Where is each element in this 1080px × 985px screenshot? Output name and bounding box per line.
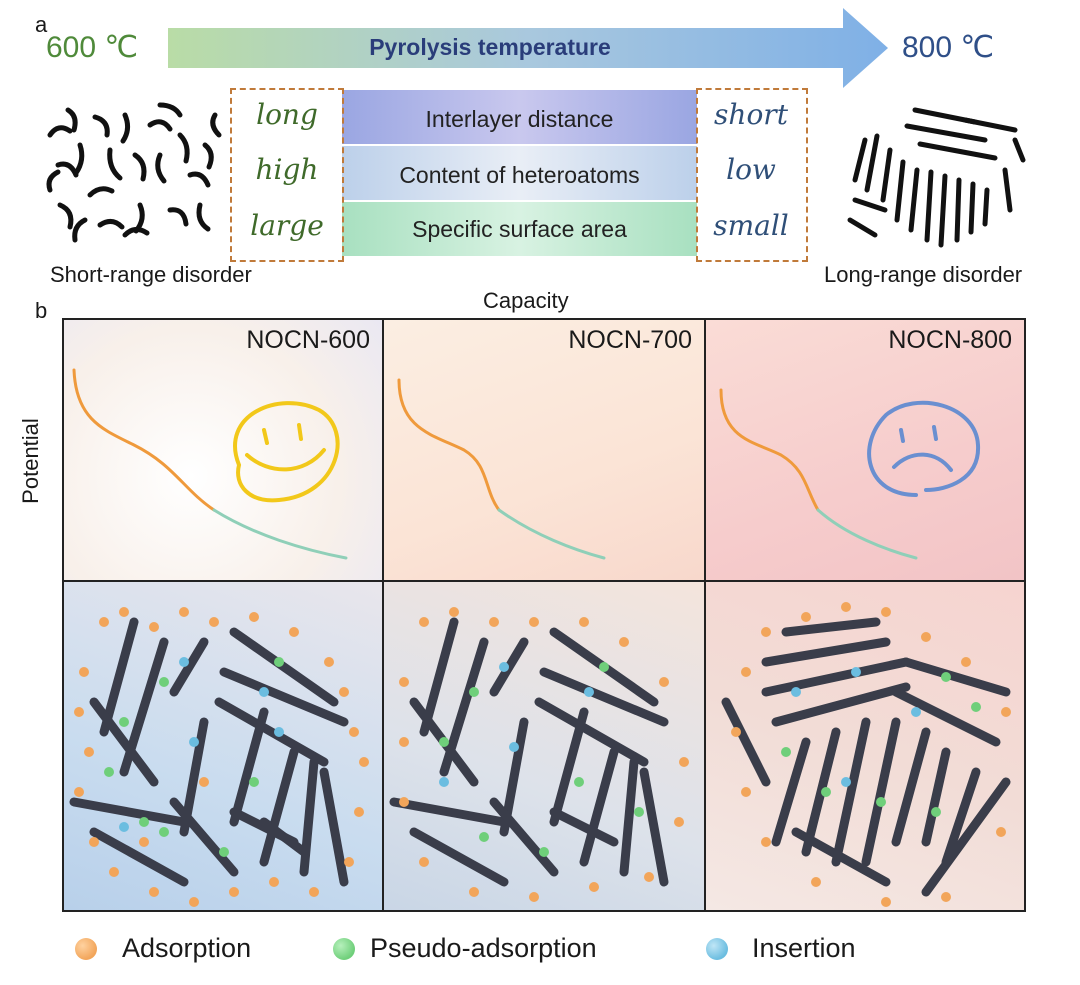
curve-cell-700: NOCN-700 — [382, 318, 706, 582]
value-short: short — [714, 98, 788, 131]
potential-curve-700 — [397, 378, 606, 560]
structure-600 — [69, 607, 369, 907]
panel-b-label: b — [35, 298, 48, 323]
sample-title-700: NOCN-700 — [568, 326, 692, 354]
property-interlayer: Interlayer distance — [425, 106, 614, 132]
sample-title-800: NOCN-800 — [888, 326, 1012, 354]
structure-cell-800 — [704, 580, 1026, 912]
legend-pseudo-adsorption: Pseudo-adsorption — [370, 933, 597, 963]
short-range-disorder-illustration — [46, 102, 222, 243]
value-large: large — [250, 209, 324, 242]
temp-right-label: 800 ℃ — [902, 31, 995, 64]
potential-curve-800 — [719, 388, 918, 560]
adsorption-marker — [75, 938, 97, 960]
structure-800 — [721, 602, 1011, 907]
value-high: high — [255, 153, 319, 186]
insertion-marker — [706, 938, 728, 960]
potential-curve-600 — [72, 368, 348, 560]
sad-face-icon — [867, 400, 981, 497]
panel-a-label: a — [35, 12, 48, 37]
structure-cell-700 — [382, 580, 706, 912]
sample-title-600: NOCN-600 — [246, 326, 370, 354]
temp-left-label: 600 ℃ — [46, 31, 139, 64]
capacity-axis-label: Capacity — [483, 288, 569, 313]
long-range-disorder-illustration — [847, 107, 1026, 248]
property-heteroatoms: Content of heteroatoms — [399, 162, 640, 188]
curve-cell-600: NOCN-600 — [62, 318, 384, 582]
curve-cell-800: NOCN-800 — [704, 318, 1026, 582]
property-bar-2 — [342, 146, 697, 200]
potential-axis-label: Potential — [17, 418, 43, 504]
value-small: small — [713, 209, 789, 242]
structure-cell-600 — [62, 580, 384, 912]
long-range-caption: Long-range disorder — [824, 262, 1023, 287]
legend-insertion: Insertion — [752, 933, 856, 963]
property-bar-3 — [342, 202, 697, 256]
happy-face-icon — [233, 401, 340, 503]
short-range-caption: Short-range disorder — [50, 262, 252, 287]
property-surface: Specific surface area — [412, 216, 627, 242]
arrow-label: Pyrolysis temperature — [369, 34, 611, 60]
structure-700 — [389, 607, 689, 902]
property-bar-1 — [342, 90, 697, 144]
right-value-box — [696, 88, 808, 262]
legend-adsorption: Adsorption — [122, 933, 252, 963]
value-long: long — [256, 98, 318, 131]
pyrolysis-arrow — [168, 8, 888, 88]
value-low: low — [726, 153, 776, 186]
left-value-box — [230, 88, 344, 262]
pseudo-adsorption-marker — [333, 938, 355, 960]
